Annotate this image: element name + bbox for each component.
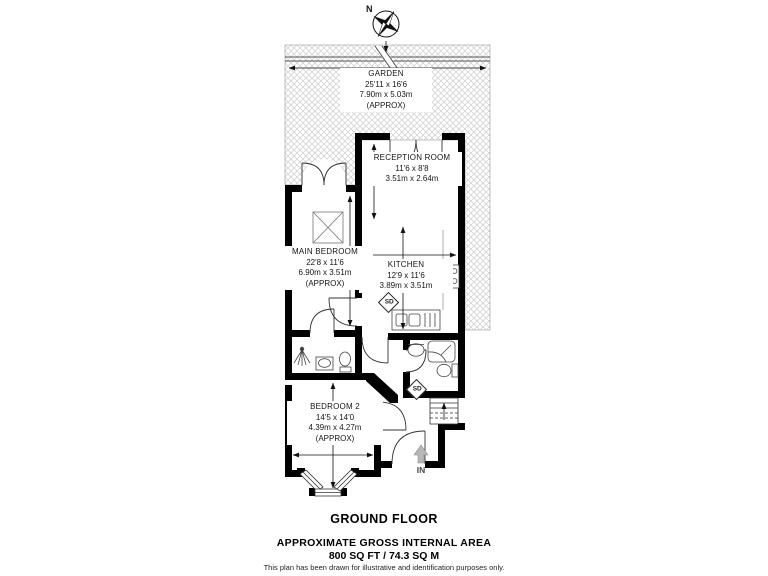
main-bedroom-label: MAIN BEDROOM 22'8 x 11'6 6.90m x 3.51m (…: [277, 246, 373, 290]
reception-dims-imperial: 11'6 x 8'8: [395, 163, 429, 173]
ensuite-toilet-icon: [339, 351, 352, 373]
stairs-icon: [429, 397, 459, 425]
ensuite-shower-icon: [293, 346, 311, 366]
area-heading: APPROXIMATE GROSS INTERNAL AREA: [276, 537, 492, 549]
compass-icon: [372, 10, 400, 53]
kitchen-dims-metric: 3.89m x 3.51m: [379, 281, 433, 290]
disclaimer-text: This plan has been drawn for illustrativ…: [263, 563, 505, 572]
kitchen-sink-icon: [391, 309, 441, 331]
bathroom-basin-icon: [407, 343, 425, 357]
kitchen-name: KITCHEN: [387, 260, 425, 269]
reception-dims-metric: 3.51m x 2.64m: [385, 174, 439, 183]
garden-label: GARDEN 25'11 x 16'6 7.90m x 5.03m (APPRO…: [340, 68, 432, 112]
main-bedroom-approx: (APPROX): [305, 278, 345, 288]
garden-name: GARDEN: [368, 69, 404, 78]
garden-dims-metric: 7.90m x 5.03m: [359, 90, 413, 99]
bathroom-shower-icon: [427, 340, 456, 363]
reception-label: RECEPTION ROOM 11'6 x 8'8 3.51m x 2.64m: [362, 152, 462, 186]
reception-name: RECEPTION ROOM: [373, 153, 451, 162]
bedroom2-approx: (APPROX): [315, 433, 355, 443]
area-value: 800 SQ FT / 74.3 SQ M: [328, 550, 440, 562]
compass-north-label: N: [366, 4, 373, 14]
bedroom2-name: BEDROOM 2: [310, 402, 360, 411]
bedroom2-label: BEDROOM 2 14'5 x 14'0 4.39m x 4.27m (APP…: [287, 401, 383, 445]
bathroom-toilet-icon: [436, 363, 459, 378]
main-bedroom-dims-imperial: 22'8 x 11'6: [306, 257, 344, 267]
bedroom2-dims-metric: 4.39m x 4.27m: [308, 423, 362, 432]
ensuite-basin-icon: [315, 356, 334, 371]
kitchen-label: KITCHEN 12'9 x 11'6 3.89m x 3.51m: [359, 259, 453, 293]
bay-window: [299, 469, 358, 497]
entrance-in-label: IN: [416, 465, 426, 475]
kitchen-dims-imperial: 12'9 x 11'6: [387, 270, 425, 280]
bedroom2-dims-imperial: 14'5 x 14'0: [315, 412, 355, 422]
main-bedroom-name: MAIN BEDROOM: [292, 247, 358, 256]
skylight-icon: [312, 211, 344, 244]
main-bedroom-dims-metric: 6.90m x 3.51m: [298, 268, 352, 277]
garden-dims-imperial: 25'11 x 16'6: [364, 79, 408, 89]
floor-title: GROUND FLOOR: [330, 512, 438, 526]
garden-approx: (APPROX): [366, 100, 406, 110]
entrance-arrow-icon: [413, 444, 429, 464]
